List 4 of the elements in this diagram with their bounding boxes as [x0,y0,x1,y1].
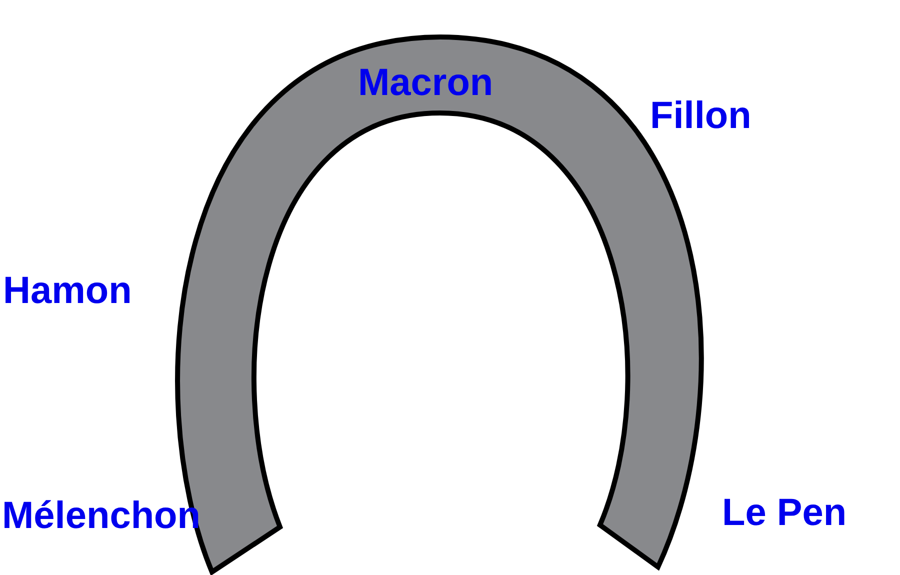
politician-name: Hamon [3,272,132,310]
politician-name: Le Pen [722,494,847,532]
politician-name: Macron [358,64,494,102]
politician-name: Fillon [650,97,752,135]
